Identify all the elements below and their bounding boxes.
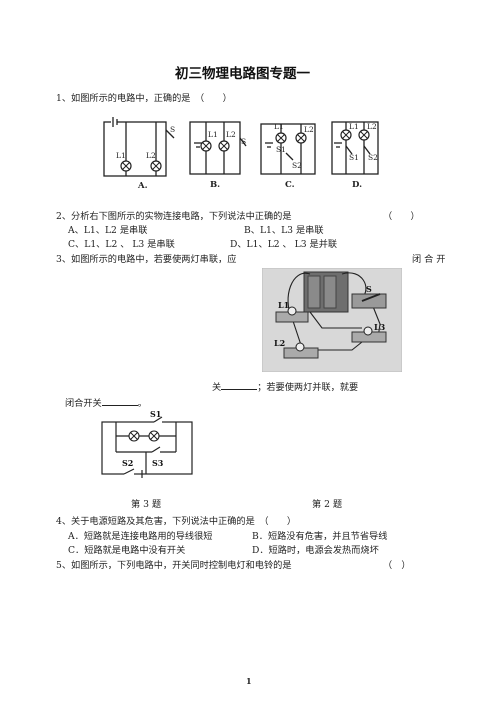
q2-option-b: B、L1、L3 是串联 <box>244 225 324 236</box>
q2-option-d: D、L1、L2 、 L3 是并联 <box>230 239 338 250</box>
question-5-stem: 5、如图所示，下列电路中，开关同时控制电灯和电铃的是 <box>56 560 292 571</box>
q1d-s1-label: S1 <box>349 153 359 162</box>
q1c-s2-label: S2 <box>292 161 302 170</box>
q1-option-a-label: A. <box>137 181 148 191</box>
q1a-l2-label: L2 <box>146 151 156 160</box>
q4-option-c: C．短路就是电路中没有开关 <box>68 545 186 556</box>
q1c-l1-label: L1 <box>274 122 284 131</box>
q2-circuit-photo: S L1 L3 L2 <box>262 268 402 372</box>
q4-option-a: A．短路就是连接电路用的导线很短 <box>68 531 213 542</box>
q2-option-c: C、L1、L2 、 L3 是串联 <box>68 239 175 250</box>
q3-line2-a: 关 <box>212 382 222 393</box>
q1b-l1-label: L1 <box>208 130 218 139</box>
q3-line3-b: 。 <box>137 398 147 409</box>
question-2-answer-paren: （ ） <box>383 211 420 222</box>
question-1-stem: 1、如图所示的电路中，正确的是 （ ） <box>56 93 232 104</box>
q2-figure-caption: 第 2 题 <box>312 499 343 510</box>
q2-l3-label: L3 <box>374 322 386 332</box>
q1b-l2-label: L2 <box>226 130 236 139</box>
q1c-s1-label: S1 <box>276 145 286 154</box>
q3-line3: 闭合开关 。 <box>65 395 147 409</box>
q4-option-d: D．短路时，电源会发热而烧坏 <box>252 545 379 556</box>
q3-blank-1[interactable] <box>221 381 258 390</box>
q2-l2-label: L2 <box>274 338 285 348</box>
question-4-stem: 4、关于电源短路及其危害，下列说法中正确的是 （ ） <box>56 516 297 527</box>
q1c-l2-label: L2 <box>304 125 314 134</box>
question-5-answer-paren: （ ） <box>383 560 411 571</box>
q3-s1-label: S1 <box>150 409 161 419</box>
q1d-l1-label: L1 <box>349 122 359 131</box>
q1d-l2-label: L2 <box>367 122 377 131</box>
q1-circuit-diagrams: S L1 L2 L1 L2 S L1 L2 S1 S2 L1 L2 S1 S2 … <box>103 117 379 191</box>
q1a-l1-label: L1 <box>116 151 126 160</box>
q3-blank-2[interactable] <box>101 397 138 406</box>
q2-option-a: A、L1、L2 是串联 <box>68 225 148 236</box>
q4-option-b: B．短路没有危害，并且节省导线 <box>252 531 388 542</box>
q3-circuit-diagram: S1 S2 S3 <box>101 409 193 478</box>
q2-l1-label: L1 <box>278 300 289 310</box>
q1-option-d-label: D. <box>352 180 362 190</box>
q2-switch-label: S <box>366 284 372 294</box>
page-number: 1 <box>246 676 252 686</box>
q3-line2-b: ；若要使两灯并联，就要 <box>257 382 359 393</box>
q1a-switch-label: S <box>170 125 175 134</box>
question-2-stem: 2、分析右下图所示的实物连接电路，下列说法中正确的是 <box>56 211 292 222</box>
q1-option-b-label: B. <box>210 180 220 190</box>
question-3-stem-tail: 闭 合 开 <box>412 254 446 265</box>
q1d-s2-label: S2 <box>368 153 378 162</box>
page-title: 初三物理电路图专题一 <box>175 66 310 82</box>
q3-line2: 关 ；若要使两灯并联，就要 <box>212 379 358 393</box>
q1b-switch-label: S <box>241 137 246 146</box>
q1-option-c-label: C. <box>285 180 295 190</box>
q3-s3-label: S3 <box>152 458 164 468</box>
q3-figure-caption: 第 3 题 <box>131 499 162 510</box>
question-3-stem: 3、如图所示的电路中，若要使两灯串联，应 <box>56 254 237 265</box>
q3-s2-label: S2 <box>122 458 133 468</box>
q3-line3-a: 闭合开关 <box>65 398 102 409</box>
